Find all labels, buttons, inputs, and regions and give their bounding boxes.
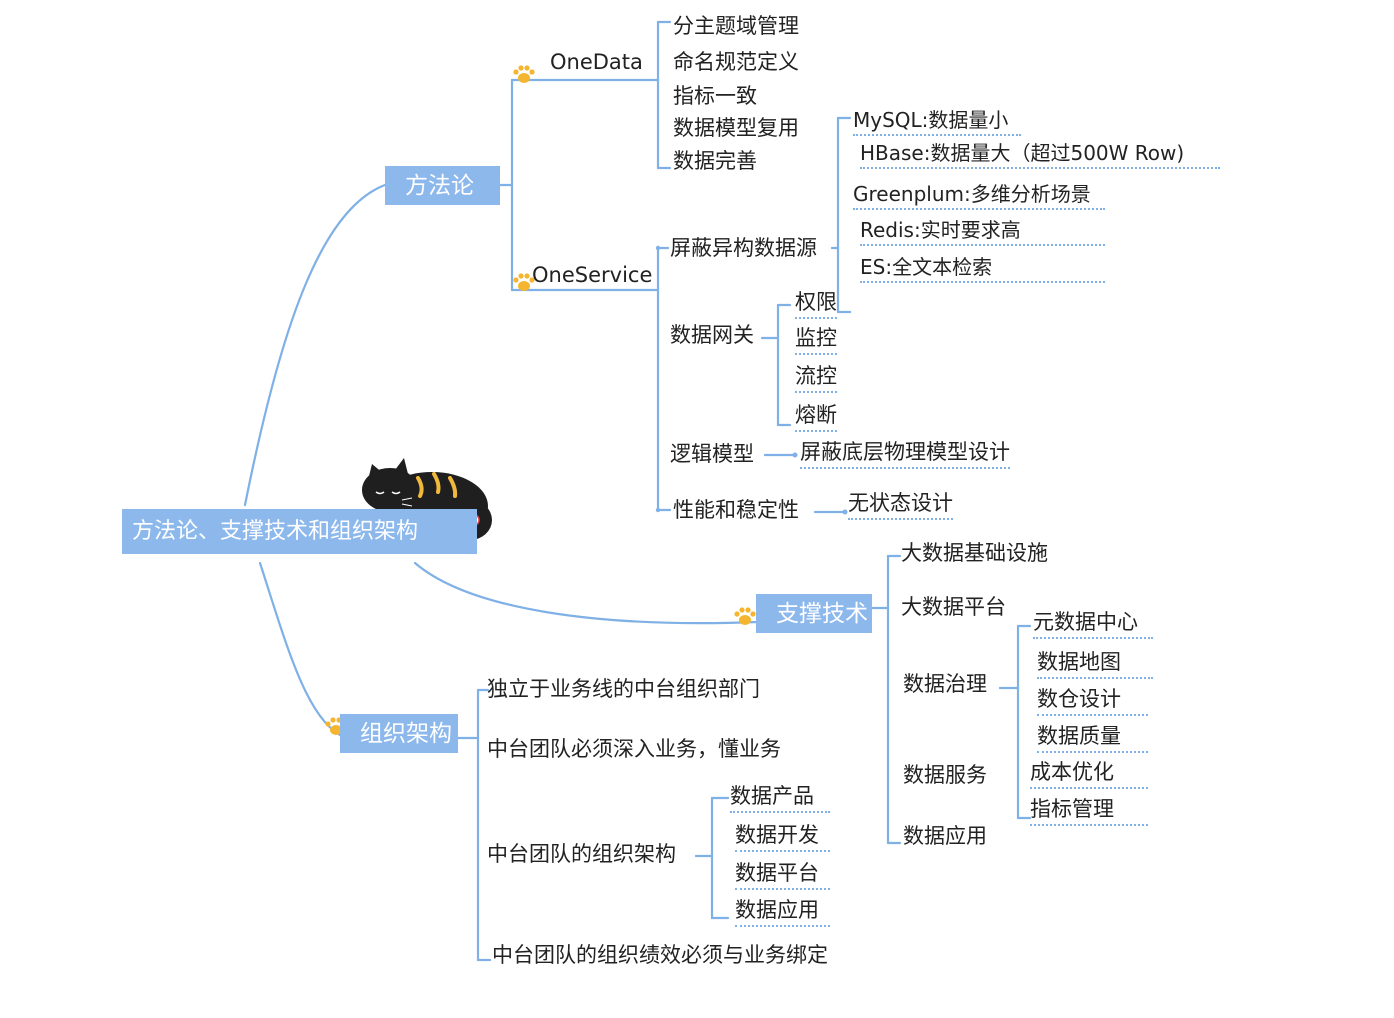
gateway-item[interactable]: 权限 xyxy=(795,292,837,319)
performance-item[interactable]: 无状态设计 xyxy=(848,493,953,520)
gateway-item[interactable]: 流控 xyxy=(795,366,837,393)
logic-model-item[interactable]: 屏蔽底层物理模型设计 xyxy=(800,442,1010,469)
team-item[interactable]: 数据应用 xyxy=(735,900,830,927)
support-item[interactable]: 数据应用 xyxy=(903,824,987,848)
paw-icon xyxy=(513,65,535,83)
node-methodology[interactable]: 方法论 xyxy=(385,166,500,205)
node-onedata[interactable]: OneData xyxy=(550,50,643,74)
support-item[interactable]: 大数据基础设施 xyxy=(901,541,1048,565)
org-item[interactable]: 独立于业务线的中台组织部门 xyxy=(487,677,760,701)
governance-item[interactable]: 数仓设计 xyxy=(1037,689,1148,716)
team-item[interactable]: 数据开发 xyxy=(735,825,830,852)
governance-item[interactable]: 成本优化 xyxy=(1030,762,1148,789)
root-node[interactable]: 方法论、支撑技术和组织架构 xyxy=(122,509,477,554)
org-item[interactable]: 中台团队的组织绩效必须与业务绑定 xyxy=(492,943,828,967)
node-logic-model[interactable]: 逻辑模型 xyxy=(670,442,754,466)
onedata-item[interactable]: 指标一致 xyxy=(673,84,757,108)
datasource-item[interactable]: MySQL:数据量小 xyxy=(853,110,1021,136)
onedata-item[interactable]: 分主题域管理 xyxy=(673,14,799,38)
governance-item[interactable]: 数据质量 xyxy=(1037,726,1148,753)
org-item[interactable]: 中台团队的组织架构 xyxy=(487,842,676,866)
node-data-gateway[interactable]: 数据网关 xyxy=(670,323,754,347)
gateway-item[interactable]: 熔断 xyxy=(795,405,837,432)
node-performance[interactable]: 性能和稳定性 xyxy=(673,498,799,522)
datasource-item[interactable]: Greenplum:多维分析场景 xyxy=(853,184,1105,210)
datasource-item[interactable]: HBase:数据量大（超过500W Row) xyxy=(860,143,1220,169)
paw-icon xyxy=(734,607,756,625)
governance-item[interactable]: 数据地图 xyxy=(1037,652,1153,679)
support-item[interactable]: 数据服务 xyxy=(903,763,987,787)
node-oneservice[interactable]: OneService xyxy=(532,263,653,287)
paw-icon xyxy=(513,273,535,291)
support-item[interactable]: 大数据平台 xyxy=(901,595,1006,619)
node-org[interactable]: 组织架构 xyxy=(340,714,458,753)
support-item[interactable]: 数据治理 xyxy=(903,672,987,696)
org-item[interactable]: 中台团队必须深入业务，懂业务 xyxy=(487,737,781,761)
onedata-item[interactable]: 数据完善 xyxy=(673,149,757,173)
datasource-item[interactable]: Redis:实时要求高 xyxy=(860,220,1105,246)
team-item[interactable]: 数据平台 xyxy=(735,863,830,890)
governance-item[interactable]: 元数据中心 xyxy=(1033,612,1153,639)
node-support[interactable]: 支撑技术 xyxy=(756,594,872,633)
onedata-item[interactable]: 数据模型复用 xyxy=(673,116,799,140)
node-shield-sources[interactable]: 屏蔽异构数据源 xyxy=(670,236,817,260)
onedata-item[interactable]: 命名规范定义 xyxy=(673,50,799,74)
gateway-item[interactable]: 监控 xyxy=(795,328,837,355)
governance-item[interactable]: 指标管理 xyxy=(1030,799,1148,826)
datasource-item[interactable]: ES:全文本检索 xyxy=(860,257,1105,283)
team-item[interactable]: 数据产品 xyxy=(730,786,830,813)
